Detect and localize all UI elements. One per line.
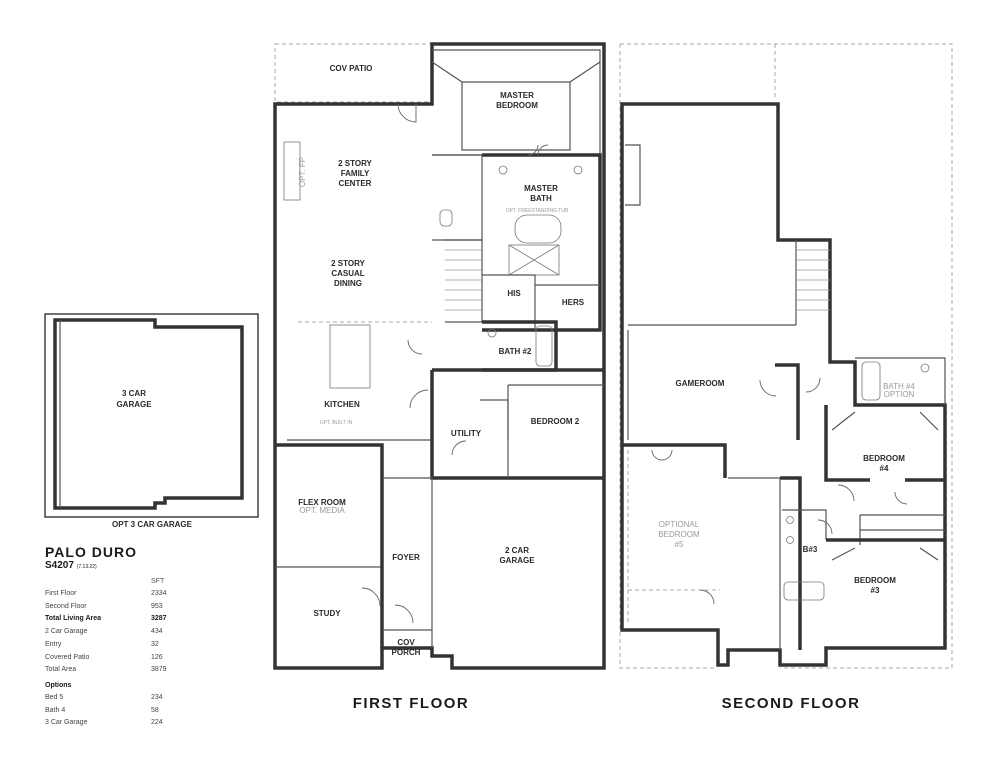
sqft-row-value: 3879: [151, 666, 167, 674]
sqft-row-value: 2334: [151, 590, 167, 597]
gameroom-label: GAMEROOM: [676, 379, 725, 388]
master-bath-label-2: BATH: [530, 194, 552, 203]
cov-patio-label: COV PATIO: [330, 64, 373, 73]
sqft-row-label: Entry: [45, 640, 62, 648]
plan-date: (7.13.22): [76, 564, 97, 570]
option-row-label: Bath 4: [45, 706, 66, 714]
sqft-row: Entry 32: [45, 641, 175, 653]
foyer-label: FOYER: [392, 553, 420, 562]
three-car-garage-label-1: 3 CAR: [122, 389, 146, 398]
option-row-value: 58: [151, 706, 159, 714]
cov-porch-label-1: COV: [397, 638, 415, 647]
utility-label: UTILITY: [451, 429, 482, 438]
two-car-garage-label-2: GARAGE: [499, 556, 535, 565]
sqft-row-label: Total Living Area: [45, 615, 102, 623]
two-car-garage-label-1: 2 CAR: [505, 546, 529, 555]
bath-4-option-label-1: BATH #4: [883, 382, 915, 391]
option-row: Bed 5 234: [45, 694, 175, 706]
optional-bedroom-5-label-2: BEDROOM: [658, 530, 700, 539]
bedroom-2-label: BEDROOM 2: [531, 417, 580, 426]
option-row-value: 234: [151, 694, 163, 702]
plan-info-panel: PALO DURO S4207 (7.13.22) SFT First Floo…: [45, 544, 175, 727]
casual-dining-label-3: DINING: [334, 279, 362, 288]
master-bath-label-1: MASTER: [524, 184, 558, 193]
options-header: Options: [45, 681, 72, 689]
option-row: Bath 4 58: [45, 707, 175, 719]
sqft-row-value: 434: [151, 628, 163, 636]
sqft-row-value: 126: [151, 653, 163, 661]
three-car-garage-label-2: GARAGE: [116, 400, 152, 409]
first-floor-plan: COV PATIO MASTER BEDROOM 2 STORY FAMILY …: [273, 42, 606, 712]
second-floor-title: SECOND FLOOR: [722, 695, 861, 712]
sqft-row: Covered Patio 126: [45, 654, 175, 666]
opt-freestanding-tub-label: OPT. FREESTANDING TUB: [506, 208, 569, 214]
master-bedroom-label-1: MASTER: [500, 91, 534, 100]
opt-built-in-label: OPT. BUILT IN: [320, 420, 353, 426]
b3-label: B#3: [803, 545, 818, 554]
family-center-label-1: 2 STORY: [338, 159, 372, 168]
sqft-row: Second Floor 953: [45, 603, 175, 615]
casual-dining-label-2: CASUAL: [331, 269, 364, 278]
sqft-row-value: 953: [151, 602, 163, 610]
his-label: HIS: [507, 289, 521, 298]
family-center-label-3: CENTER: [339, 179, 372, 188]
optional-bedroom-5-label-3: #5: [675, 540, 684, 549]
master-bedroom-label-2: BEDROOM: [496, 101, 538, 110]
bedroom-3-label-1: BEDROOM: [854, 576, 896, 585]
option-row: 3 Car Garage 224: [45, 719, 175, 731]
bath-4-option-label-2: OPTION: [884, 390, 915, 399]
optional-bedroom-5-label-1: OPTIONAL: [659, 520, 700, 529]
sqft-row-label: 2 Car Garage: [45, 628, 88, 636]
option-row-label: Bed 5: [45, 694, 64, 702]
study-label: STUDY: [313, 609, 341, 618]
family-center-label-2: FAMILY: [341, 169, 370, 178]
option-row-label: 3 Car Garage: [45, 719, 88, 727]
sft-header: SFT: [151, 578, 165, 585]
flex-room-label: FLEX ROOM: [298, 498, 346, 507]
opt-fp-label: OPT. FP: [298, 157, 307, 187]
bedroom-4-label-2: #4: [880, 464, 889, 473]
casual-dining-label-1: 2 STORY: [331, 259, 365, 268]
sqft-row: 2 Car Garage 434: [45, 628, 175, 640]
sqft-row-label: First Floor: [45, 590, 77, 597]
sqft-row: Total Area 3879: [45, 666, 175, 678]
bath-2-label: BATH #2: [499, 347, 532, 356]
sqft-row-label: Second Floor: [45, 602, 87, 610]
second-floor-plan: GAMEROOM BATH #4 OPTION BEDROOM #4 OPTIO…: [619, 43, 953, 712]
plan-name: PALO DURO: [45, 544, 137, 560]
sqft-row-value: 3287: [151, 615, 167, 623]
sqft-row: First Floor 2334: [45, 590, 175, 602]
sqft-row-label: Covered Patio: [45, 653, 90, 661]
hers-label: HERS: [562, 298, 585, 307]
first-floor-title: FIRST FLOOR: [353, 695, 470, 712]
kitchen-label: KITCHEN: [324, 400, 360, 409]
bedroom-3-label-2: #3: [871, 586, 880, 595]
opt-media-label: OPT. MEDIA: [299, 506, 345, 515]
plan-code-number: S4207: [45, 560, 74, 571]
sqft-row: Total Living Area 3287: [45, 615, 175, 627]
opt-3-car-garage-caption: OPT 3 CAR GARAGE: [112, 520, 193, 529]
bedroom-4-label-1: BEDROOM: [863, 454, 905, 463]
sqft-row-label: Total Area: [45, 666, 77, 674]
sqft-row-value: 32: [151, 640, 159, 648]
cov-porch-label-2: PORCH: [392, 648, 421, 657]
option-row-value: 224: [151, 719, 163, 727]
opt-3-car-garage-plan: 3 CAR GARAGE OPT 3 CAR GARAGE: [44, 313, 259, 529]
plan-code: S4207 (7.13.22): [45, 560, 175, 573]
